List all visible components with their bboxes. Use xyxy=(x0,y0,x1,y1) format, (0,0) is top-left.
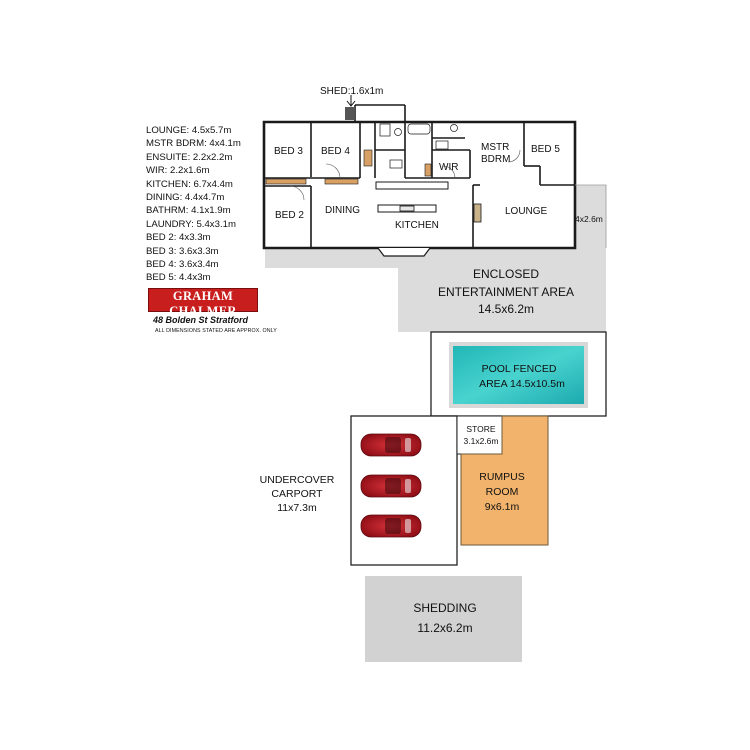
laundry-tub-icon xyxy=(389,159,403,169)
agency-name: GRAHAM CHALMER xyxy=(169,289,237,318)
bed4-label: BED 4 xyxy=(321,146,350,157)
wir-label: WIR xyxy=(439,162,458,173)
bathtub-icon xyxy=(407,123,431,135)
room-dimension-line: DINING: 4.4x4.7m xyxy=(146,192,225,204)
rumpus-room xyxy=(460,415,549,546)
room-dimension-line: KITCHEN: 6.7x4.4m xyxy=(146,178,233,190)
dimensions-disclaimer: ALL DIMENSIONS STATED ARE APPROX. ONLY xyxy=(155,328,277,334)
wardrobe xyxy=(324,178,359,185)
dining-label: DINING xyxy=(325,205,360,216)
toilet-icon xyxy=(450,124,458,132)
mstr-label: MSTR xyxy=(481,142,509,153)
wardrobe xyxy=(363,149,373,167)
kitchen-bench xyxy=(375,181,449,190)
cooktop-icon xyxy=(399,205,415,212)
room-dimension-line: LAUNDRY: 5.4x3.1m xyxy=(146,218,236,230)
pool-label-2: AREA 14.5x10.5m xyxy=(479,378,565,390)
pool-water xyxy=(449,342,588,408)
wardrobe xyxy=(265,178,307,185)
entertainment-label-1: ENCLOSED xyxy=(473,267,539,281)
shedding-label-1: SHEDDING xyxy=(413,601,476,615)
room-dimension-line: MSTR BDRM: 4x4.1m xyxy=(146,138,241,150)
entertainment-label-2: ENTERTAINMENT AREA xyxy=(438,285,574,299)
agency-suffix: PTY. LTD. xyxy=(190,319,216,324)
room-dimension-line: BED 5: 4.4x3m xyxy=(146,272,211,284)
carport-label-3: 11x7.3m xyxy=(277,502,317,514)
carport-label-2: CARPORT xyxy=(271,488,323,500)
shed-label: SHED:1.6x1m xyxy=(320,86,383,97)
rumpus-label-1: RUMPUS xyxy=(479,471,525,483)
room-dimension-line: BATHRM: 4.1x1.9m xyxy=(146,205,231,217)
bed5-label: BED 5 xyxy=(531,144,560,155)
side-path xyxy=(265,185,606,332)
shedding-block xyxy=(365,576,522,662)
kitchen-label: KITCHEN xyxy=(395,220,439,231)
entertainment-label-3: 14.5x6.2m xyxy=(478,302,534,316)
room-dimension-line: ENSUITE: 2.2x2.2m xyxy=(146,151,233,163)
deck-label: 4x2.6m xyxy=(575,214,603,224)
shower-icon xyxy=(435,140,449,150)
shedding-label-2: 11.2x6.2m xyxy=(417,621,472,635)
store-room xyxy=(456,415,503,455)
room-dimension-line: BED 3: 3.6x3.3m xyxy=(146,245,219,257)
car-icon xyxy=(360,433,422,457)
store-label-2: 3.1x2.6m xyxy=(464,436,499,446)
agency-logo: GRAHAM CHALMER PTY. LTD. xyxy=(148,288,258,324)
car-icon xyxy=(360,514,422,538)
lounge-label: LOUNGE xyxy=(505,206,548,217)
shed-marker xyxy=(345,95,356,120)
rumpus-label-2: ROOM xyxy=(486,486,519,498)
car-icon xyxy=(360,474,422,498)
property-address: 48 Bolden St Stratford xyxy=(153,315,249,325)
vanity-icon xyxy=(379,123,391,137)
bed3-label: BED 3 xyxy=(274,146,303,157)
house-plan xyxy=(262,104,607,257)
room-dimension-line: LOUNGE: 4.5x5.7m xyxy=(146,125,232,136)
toilet-icon xyxy=(394,128,402,136)
pool-label-1: POOL FENCED xyxy=(482,363,557,375)
wardrobe xyxy=(424,163,432,177)
room-dimension-line: BED 4: 3.6x3.4m xyxy=(146,259,219,271)
rumpus-label-3: 9x6.1m xyxy=(485,501,520,513)
room-dimension-line: WIR: 2.2x1.6m xyxy=(146,165,210,177)
carport-label-1: UNDERCOVER xyxy=(260,474,335,486)
deck-outline xyxy=(575,184,607,248)
carport-cars xyxy=(360,433,422,538)
room-dimension-line: BED 2: 4x3.3m xyxy=(146,232,211,244)
fireplace-icon xyxy=(473,203,482,223)
outdoor-areas xyxy=(265,185,606,662)
bed2-label: BED 2 xyxy=(275,210,304,221)
bay-window xyxy=(377,247,431,257)
bdrm-label: BDRM xyxy=(481,154,510,165)
store-label-1: STORE xyxy=(466,424,495,434)
